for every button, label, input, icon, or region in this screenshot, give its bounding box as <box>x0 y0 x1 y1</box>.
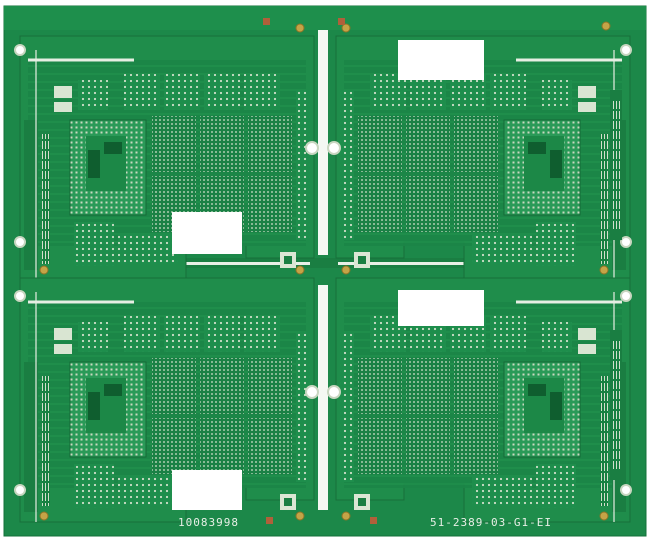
silkscreen-left-code: 10083998 <box>178 516 239 529</box>
tooling-holes <box>14 44 632 496</box>
panel-markers <box>263 18 377 524</box>
cutout-top-right <box>398 40 484 80</box>
fiducials <box>39 21 611 521</box>
silkscreen-right-code: 51-2389-03-G1-EI <box>430 516 552 529</box>
cutout-bottom-left <box>172 470 242 510</box>
cutout-top-left <box>172 212 242 254</box>
cutout-bottom-right <box>398 290 484 326</box>
board-bottom-left <box>18 276 316 524</box>
board-top-left <box>18 34 316 282</box>
